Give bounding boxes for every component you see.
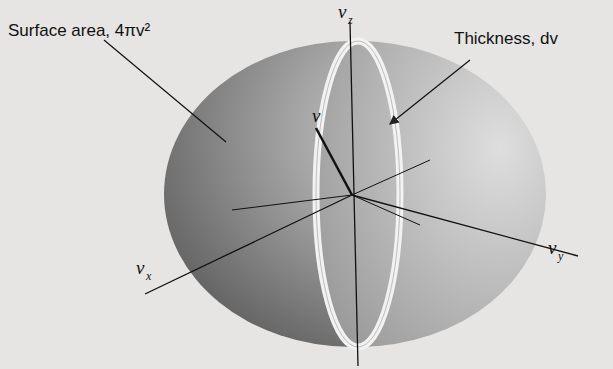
vy-axis bbox=[352, 195, 578, 256]
callout-label: Thickness, dv bbox=[454, 30, 558, 47]
axis bbox=[352, 160, 430, 195]
callout-label: Surface area, 4πv² bbox=[8, 22, 150, 39]
axis-subscript: z bbox=[348, 14, 353, 26]
vx-axis bbox=[145, 195, 352, 294]
axis-subscript: y bbox=[558, 250, 563, 262]
shell-edge bbox=[316, 41, 400, 347]
axis-label: v bbox=[338, 2, 346, 21]
shell bbox=[316, 41, 400, 347]
axis-label: v bbox=[548, 238, 556, 257]
radius bbox=[316, 128, 352, 195]
inner-half bbox=[312, 41, 546, 347]
axis-subscript: x bbox=[146, 270, 151, 282]
axis bbox=[352, 195, 420, 225]
leader-line bbox=[104, 40, 226, 142]
radius-label: v bbox=[312, 106, 320, 125]
leader-arrow bbox=[390, 60, 470, 124]
axis bbox=[232, 195, 352, 210]
axis-label: v bbox=[136, 258, 144, 277]
